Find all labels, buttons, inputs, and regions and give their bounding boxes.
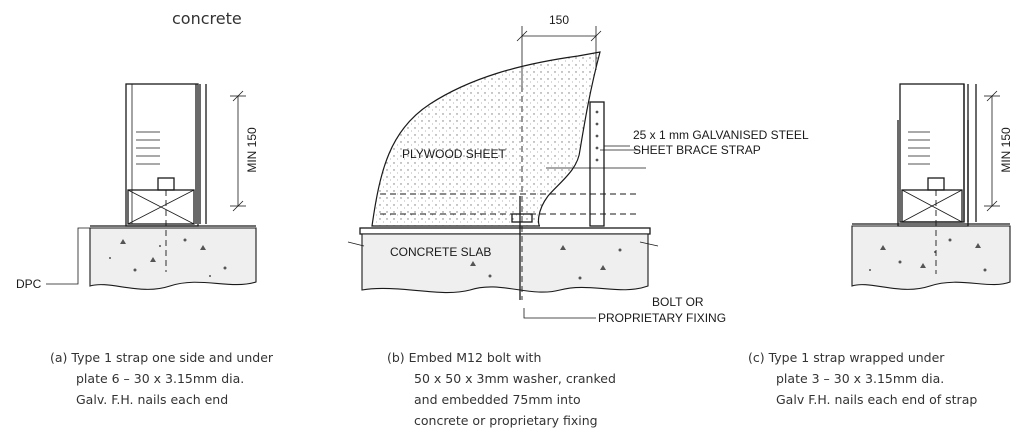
detail-b-concrete-slab xyxy=(361,233,649,294)
plywood-sheet xyxy=(371,51,601,227)
svg-text:concrete or proprietary fixing: concrete or proprietary fixing xyxy=(414,413,598,428)
brace-strap-label-1: 25 x 1 mm GALVANISED STEEL xyxy=(633,128,809,142)
plywood-sheet-label: PLYWOOD SHEET xyxy=(402,147,506,161)
detail-c-concrete-slab xyxy=(851,225,1011,290)
bolt-label-2: PROPRIETARY FIXING xyxy=(598,311,726,325)
caption-c: (c) Type 1 strap wrapped under plate 3 –… xyxy=(748,350,977,407)
dpc-label: DPC xyxy=(16,277,42,291)
detail-a-concrete-slab xyxy=(89,227,257,290)
detail-c: MIN 150 xyxy=(851,83,1013,290)
svg-text:plate 6 – 30 x 3.15mm dia.: plate 6 – 30 x 3.15mm dia. xyxy=(76,371,244,386)
svg-text:plate 3 – 30 x 3.15mm dia.: plate 3 – 30 x 3.15mm dia. xyxy=(776,371,944,386)
svg-text:50 x 50 x 3mm washer, cranked: 50 x 50 x 3mm washer, cranked xyxy=(414,371,616,386)
detail-c-stud xyxy=(899,83,965,223)
caption-b: (b) Embed M12 bolt with 50 x 50 x 3mm wa… xyxy=(387,350,616,428)
heading-concrete: concrete xyxy=(172,9,242,28)
concrete-slab-label: CONCRETE SLAB xyxy=(390,245,491,259)
caption-a: (a) Type 1 strap one side and under plat… xyxy=(50,350,274,407)
detail-a-min150-label: MIN 150 xyxy=(245,127,259,173)
svg-text:and embedded 75mm into: and embedded 75mm into xyxy=(414,392,581,407)
svg-text:Galv. F.H. nails each end: Galv. F.H. nails each end xyxy=(76,392,228,407)
detail-a-aggregate xyxy=(109,238,227,277)
brace-strap-label-2: SHEET BRACE STRAP xyxy=(633,143,761,157)
svg-text:(c) Type 1 strap wrapped unde: (c) Type 1 strap wrapped under xyxy=(748,350,945,365)
detail-c-min150-label: MIN 150 xyxy=(999,127,1013,173)
brace-strap xyxy=(589,101,605,227)
svg-text:(a) Type 1 strap one side and: (a) Type 1 strap one side and under xyxy=(50,350,274,365)
svg-text:(b) Embed M12 bolt with: (b) Embed M12 bolt with xyxy=(387,350,541,365)
detail-a: MIN 150 DPC xyxy=(16,83,259,291)
detail-a-stud xyxy=(125,83,199,227)
svg-text:Galv F.H. nails each end of st: Galv F.H. nails each end of strap xyxy=(776,392,977,407)
detail-b-150-label: 150 xyxy=(549,13,569,27)
bolt-label-1: BOLT OR xyxy=(652,295,704,309)
detail-b: 150 PLYWOOD SHEET CONCRETE SLAB xyxy=(347,13,809,325)
